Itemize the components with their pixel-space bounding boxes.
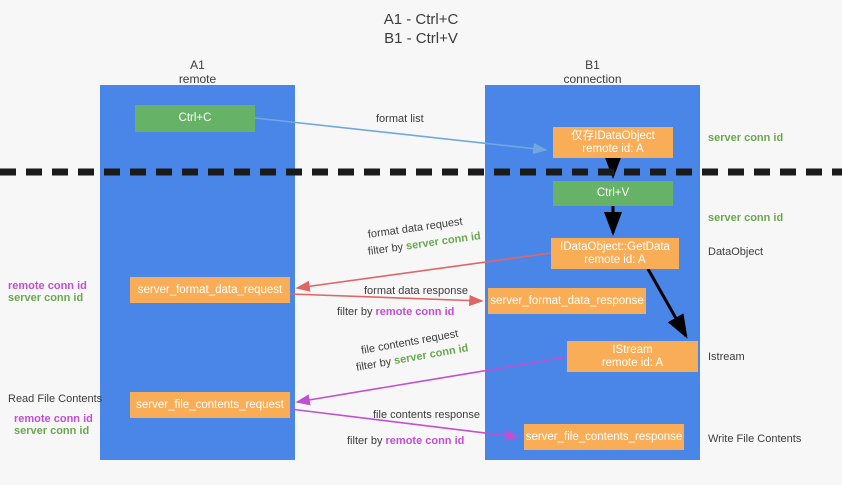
box-idataobject[interactable]: 仅存IDataObject remote id: A [553, 127, 673, 158]
right-label-server-conn-id-1: server conn id [708, 132, 784, 144]
remote-conn-id-text-2: remote conn id [385, 435, 465, 447]
right-label-istream: Istream [708, 351, 745, 363]
box-getdata-text: IDataObject::GetData remote id: A [560, 241, 670, 267]
lane-a1-name: A1 [190, 58, 205, 72]
box-idataobject-line1: 仅存IDataObject [571, 129, 655, 142]
right-label-dataobject: DataObject [708, 246, 764, 258]
box-server-file-contents-response[interactable]: server_file_contents_response [524, 424, 684, 450]
lane-b1-sub: connection [563, 72, 622, 86]
title-line-2: B1 - Ctrl+V [384, 30, 458, 47]
left-label-remote-conn-id-2: remote conn id [14, 413, 93, 425]
page-title: A1 - Ctrl+C B1 - Ctrl+V [0, 10, 842, 48]
box-istream-text: IStream remote id: A [602, 344, 663, 370]
box-istream[interactable]: IStream remote id: A [567, 341, 698, 372]
box-server-file-contents-response-label: server_file_contents_response [525, 430, 683, 443]
box-ctrl-v-label: Ctrl+V [596, 187, 630, 199]
remote-conn-id-text-1: remote conn id [375, 306, 455, 318]
box-ctrl-c-label: Ctrl+C [178, 112, 212, 124]
lane-header-b1: B1 connection [485, 58, 700, 86]
box-server-file-contents-request-label: server_file_contents_request [136, 398, 284, 411]
box-ctrl-c[interactable]: Ctrl+C [135, 105, 255, 132]
box-ctrl-v[interactable]: Ctrl+V [553, 181, 673, 206]
filter-by-text-1: filter by [367, 240, 407, 258]
left-label-server-conn-id-2: server conn id [14, 425, 90, 437]
box-server-format-data-request-label: server_format_data_request [137, 283, 283, 296]
filter-by-text-2: filter by [337, 306, 376, 318]
left-label-remote-conn-id-1: remote conn id [8, 280, 87, 292]
filter-by-text-4: filter by [347, 435, 386, 447]
box-idataobject-text: 仅存IDataObject remote id: A [571, 130, 655, 156]
box-istream-line2: remote id: A [601, 356, 664, 369]
box-idataobject-getdata[interactable]: IDataObject::GetData remote id: A [551, 238, 679, 269]
left-label-read-file-contents: Read File Contents [8, 393, 103, 405]
edge-label-file-contents-response: file contents response [373, 409, 481, 421]
edge-label-format-list: format list [376, 113, 424, 125]
edge-label-format-data-response: format data response [364, 285, 468, 297]
lane-a1-sub: remote [178, 72, 217, 86]
title-line-1: A1 - Ctrl+C [383, 11, 459, 28]
left-label-server-conn-id-1: server conn id [8, 292, 84, 304]
right-label-write-file-contents: Write File Contents [708, 433, 802, 445]
filter-by-text-3: filter by [355, 355, 396, 374]
box-getdata-line1: IDataObject::GetData [560, 240, 670, 253]
box-server-file-contents-request[interactable]: server_file_contents_request [130, 392, 290, 418]
box-server-format-data-response-label: server_format_data_response [490, 294, 644, 307]
edge-label-file-contents-response-filter: filter by remote conn id [347, 434, 464, 448]
box-idataobject-line2: remote id: A [582, 142, 644, 155]
lane-b1-name: B1 [585, 58, 600, 72]
box-server-format-data-request[interactable]: server_format_data_request [130, 277, 290, 303]
edge-label-format-data-response-filter: filter by remote conn id [337, 305, 454, 319]
box-getdata-line2: remote id: A [584, 253, 646, 266]
box-istream-line1: IStream [612, 343, 653, 356]
lane-header-a1: A1 remote [100, 58, 295, 86]
right-label-server-conn-id-2: server conn id [708, 212, 784, 224]
box-server-format-data-response[interactable]: server_format_data_response [488, 288, 646, 314]
